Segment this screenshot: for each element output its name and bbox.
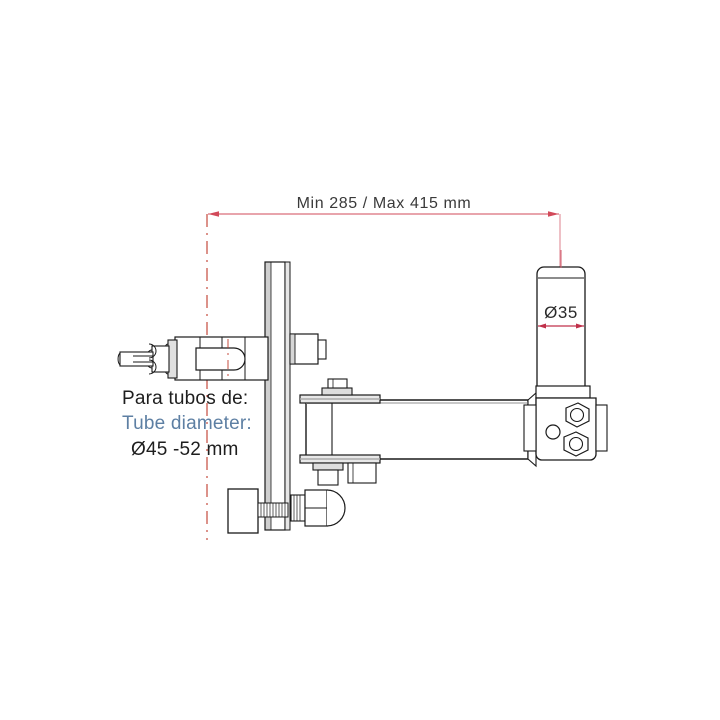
- vertical-mounting-plate: [264, 261, 291, 531]
- notes-block: Para tubos de: Tube diameter: Ø45 -52 mm: [122, 388, 252, 460]
- clamp-hole: [545, 424, 561, 440]
- upper-flange-bolt: [299, 378, 381, 455]
- note-line-value: Ø45 -52 mm: [131, 439, 239, 460]
- plate-lower-boss: [290, 489, 346, 527]
- vertical-receiver-tube: [536, 250, 586, 394]
- tube-diameter-dimension: Ø35: [538, 303, 584, 329]
- hex-nut-upper: [565, 402, 590, 428]
- note-line-english: Tube diameter:: [122, 413, 252, 434]
- lower-flange-bolt: [299, 454, 381, 486]
- clamp-block-with-hex-nuts: [523, 385, 608, 461]
- extension-dimension-label: Min 285 / Max 415 mm: [297, 195, 472, 212]
- adjustment-knob: [227, 488, 289, 534]
- extension-dimension: Min 285 / Max 415 mm: [208, 195, 561, 268]
- hex-nut-lower: [563, 431, 589, 457]
- spring-locking-pin: [117, 336, 269, 381]
- plate-upper-lug: [289, 333, 327, 365]
- tube-diameter-label: Ø35: [544, 303, 578, 322]
- note-line-spanish: Para tubos de:: [122, 388, 248, 409]
